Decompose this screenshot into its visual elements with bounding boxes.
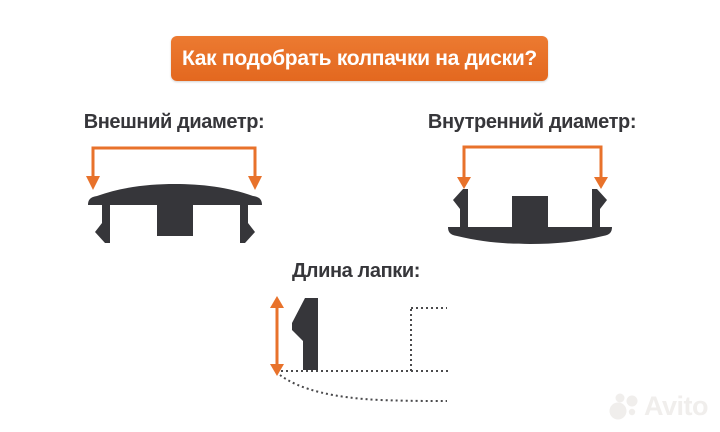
leg-solid-profile — [292, 298, 318, 370]
outer-dimension-bracket-icon — [86, 146, 262, 190]
inner-dimension-bracket-icon — [457, 145, 608, 189]
avito-logo-icon — [609, 393, 638, 420]
cap-dotted-outline — [279, 307, 448, 402]
cap-profile-bottom-view — [448, 189, 612, 244]
cap-left-leg — [95, 205, 110, 243]
cap-profile-top-view — [88, 184, 262, 243]
leg-length-diagram — [270, 296, 448, 402]
inner-diameter-label: Внутренний диаметр: — [427, 111, 637, 133]
cap-right-leg — [240, 205, 255, 243]
cap-center-boss — [157, 205, 193, 236]
title-banner: Как подобрать колпачки на диски? — [171, 36, 548, 81]
inner-diameter-diagram — [448, 145, 612, 244]
banner-title: Как подобрать колпачки на диски? — [182, 46, 537, 70]
outer-diameter-diagram — [86, 146, 262, 243]
leg-length-label: Длина лапки: — [291, 260, 421, 282]
outer-diameter-label: Внешний диаметр: — [83, 111, 265, 133]
watermark-text: Avito — [644, 390, 709, 421]
cap-left-leg — [453, 189, 468, 227]
cap-center-boss — [512, 196, 548, 227]
leg-length-arrow-icon — [270, 296, 284, 376]
avito-watermark: Avito — [594, 388, 709, 424]
cap-right-leg — [592, 189, 607, 227]
